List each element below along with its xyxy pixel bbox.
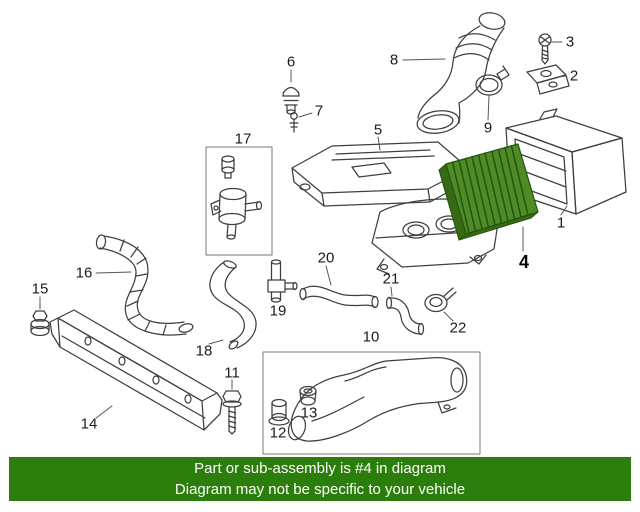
hose-20-art: [299, 285, 379, 309]
leader-lines: [39, 41, 568, 419]
part-callout-9[interactable]: 9: [483, 119, 493, 137]
intake-duct-art: [416, 12, 506, 134]
part-callout-8[interactable]: 8: [389, 51, 399, 69]
connector-art: [267, 259, 298, 303]
air-guide-panel-art: [49, 309, 223, 431]
part-callout-5[interactable]: 5: [373, 121, 383, 139]
subassembly-box-10: [262, 351, 481, 455]
part-callout-21[interactable]: 21: [382, 270, 400, 288]
clip-stud-art: [289, 112, 299, 133]
part-callout-16[interactable]: 16: [75, 264, 93, 282]
part-callout-15[interactable]: 15: [31, 280, 49, 298]
air-filter-element-art: [438, 143, 539, 241]
part-callout-20[interactable]: 20: [317, 249, 335, 267]
part-callout-4[interactable]: 4: [518, 252, 530, 272]
part-callout-10[interactable]: 10: [362, 328, 380, 346]
part-callout-13[interactable]: 13: [300, 404, 318, 422]
bracket-art: [526, 64, 570, 95]
corrugated-hose-art: [95, 234, 194, 336]
part-callout-14[interactable]: 14: [80, 415, 98, 433]
banner-line-1: Part or sub-assembly is #4 in diagram: [194, 460, 446, 477]
part-callout-17[interactable]: 17: [234, 130, 252, 148]
part-callout-22[interactable]: 22: [449, 319, 467, 337]
grommet-6-art: [282, 86, 300, 115]
part-callout-7[interactable]: 7: [314, 102, 324, 120]
part-callout-18[interactable]: 18: [195, 342, 213, 360]
screw-art: [538, 33, 552, 65]
part-callout-12[interactable]: 12: [269, 424, 287, 442]
banner-line-2: Diagram may not be specific to your vehi…: [174, 481, 466, 498]
bolt-washer-art: [30, 310, 50, 337]
subassembly-box-17: [205, 146, 273, 256]
part-callout-19[interactable]: 19: [269, 302, 287, 320]
part-callout-11[interactable]: 11: [224, 364, 240, 382]
part-callout-2[interactable]: 2: [569, 67, 579, 85]
part-callout-1[interactable]: 1: [556, 214, 566, 232]
hose-clamp-art: [475, 65, 510, 96]
grommet-22-art: [424, 287, 457, 313]
part-callout-6[interactable]: 6: [286, 53, 296, 71]
part-callout-3[interactable]: 3: [565, 33, 575, 51]
flange-bolt-art: [222, 390, 242, 435]
note-banner: Part or sub-assembly is #4 in diagram Di…: [9, 457, 631, 501]
hose-21-art: [385, 296, 425, 336]
hose-18-art: [209, 260, 257, 350]
